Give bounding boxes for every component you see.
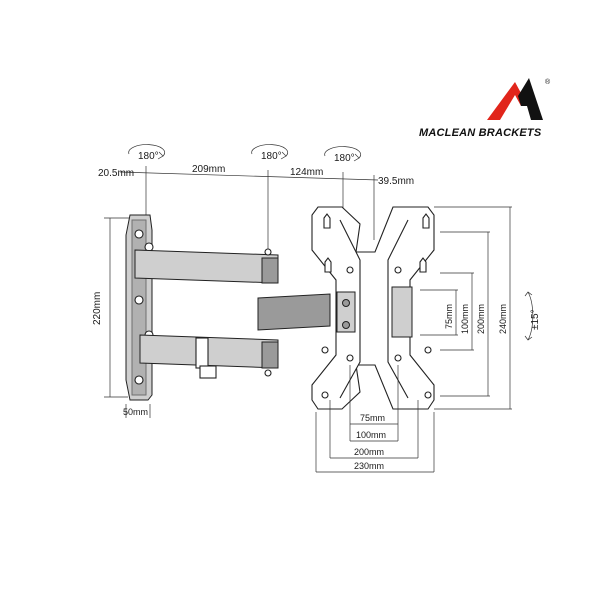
wall-screw-hole (134, 295, 144, 305)
logo-red-stroke (487, 82, 528, 120)
tilt-label: ±15° (530, 309, 541, 330)
dim-plate-width: 230mm (354, 461, 384, 471)
dim-arm-segment-1: 209mm (192, 164, 225, 175)
rotation-badge-1: 180° (128, 144, 166, 162)
rotate-arrow-icon (128, 144, 166, 157)
dim-top-offset-right: 39.5mm (378, 176, 414, 187)
dim-wall-plate-width: 50mm (123, 407, 148, 417)
tilt-indicator: ±15° (524, 291, 541, 341)
rotation-badge-3: 180° (324, 146, 362, 164)
dim-vesa-v-75: 75mm (444, 304, 454, 329)
arrowhead-icon (157, 151, 164, 160)
tv-plate-vertical-dimensions: 75mm 100mm 200mm 240mm (420, 206, 512, 410)
wall-screw-hole (134, 375, 144, 385)
wall-screw-hole (134, 229, 144, 239)
connector-arm (257, 293, 331, 331)
lower-arm (139, 334, 279, 379)
vesa-slot (419, 257, 427, 273)
brand-logo: ® MACLEAN BRACKETS (419, 78, 551, 139)
dim-vesa-h-200: 200mm (354, 447, 384, 457)
upper-arm (134, 248, 279, 284)
tv-plate-horizontal-dimensions: 75mm 100mm 200mm 230mm (315, 365, 435, 473)
vesa-slot (323, 213, 331, 229)
tv-plate (311, 206, 435, 410)
plate-bolt (342, 299, 350, 307)
dim-arm-segment-2: 124mm (290, 167, 323, 178)
wall-plate (125, 214, 154, 401)
brand-name: MACLEAN BRACKETS (419, 127, 542, 139)
rotate-arrow-icon (324, 146, 362, 159)
rotation-label: 180° (261, 151, 282, 162)
top-dimension-line: 20.5mm 209mm 124mm 39.5mm (98, 164, 414, 252)
vesa-slot (422, 213, 430, 229)
dim-plate-height: 240mm (498, 304, 508, 334)
dim-vesa-v-100: 100mm (460, 304, 470, 334)
arrowhead-icon (280, 151, 287, 160)
dim-wall-plate-height: 220mm (92, 292, 103, 325)
dim-top-offset-left: 20.5mm (98, 168, 134, 179)
tilt-arrow-icon (527, 291, 534, 341)
arrowhead-icon (353, 153, 360, 162)
dim-vesa-h-100: 100mm (356, 430, 386, 440)
rotate-arrow-icon (251, 144, 289, 157)
logo-black-stroke (518, 78, 543, 120)
plate-bolt (342, 321, 350, 329)
rotation-label: 180° (138, 151, 159, 162)
rotation-badge-2: 180° (251, 144, 289, 162)
dim-vesa-h-75: 75mm (360, 413, 385, 423)
dim-vesa-v-200: 200mm (476, 304, 486, 334)
rotation-label: 180° (334, 153, 355, 164)
wall-screw-hole (144, 242, 154, 252)
registered-mark: ® (545, 78, 551, 86)
wall-plate-dimensions: 220mm 50mm (92, 217, 151, 418)
vesa-slot (324, 257, 332, 273)
